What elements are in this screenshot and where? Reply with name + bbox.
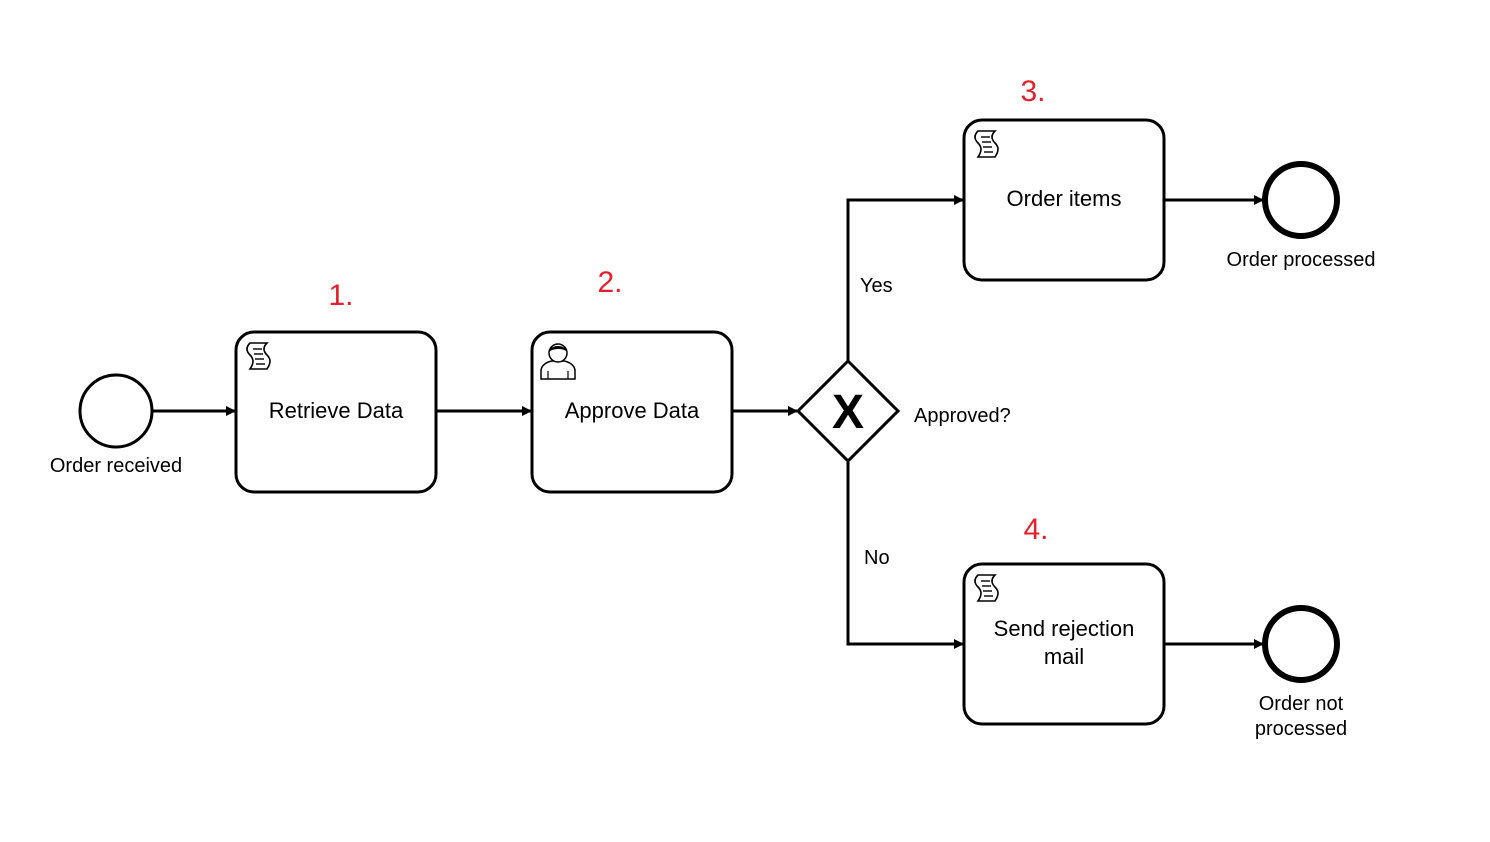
task-order-items[interactable]: Order items <box>962 118 1166 282</box>
task-retrieve-data-label: Retrieve Data <box>269 398 404 423</box>
end-event-not-processed[interactable] <box>1262 605 1340 683</box>
step-number-4: 4. <box>1023 513 1048 546</box>
exclusive-gateway[interactable]: X <box>795 358 901 464</box>
sequence-flows <box>153 195 1264 649</box>
flow-yes-label: Yes <box>860 275 893 297</box>
flow-gateway-yes[interactable] <box>846 195 964 361</box>
gateway-label: Approved? <box>914 405 1011 427</box>
task-retrieve-data[interactable]: Retrieve Data <box>234 330 438 494</box>
start-event-label: Order received <box>50 455 182 477</box>
end-event-processed[interactable] <box>1262 161 1340 239</box>
task-approve-data-label: Approve Data <box>565 398 700 423</box>
flow-no-label: No <box>864 547 890 569</box>
step-number-2: 2. <box>597 266 622 299</box>
task-order-items-label: Order items <box>1007 186 1122 211</box>
end-event-not-processed-label-line1: Order not <box>1259 693 1344 715</box>
task-send-rejection-label-line2: mail <box>1044 644 1084 669</box>
task-send-rejection-label-line1: Send rejection <box>994 616 1135 641</box>
gateway-symbol: X <box>832 386 864 439</box>
task-send-rejection-mail[interactable]: Send rejection mail <box>962 562 1166 726</box>
task-approve-data[interactable]: Approve Data <box>530 330 734 494</box>
step-number-3: 3. <box>1020 75 1045 108</box>
start-event[interactable] <box>78 373 154 449</box>
end-event-not-processed-label-line2: processed <box>1255 718 1347 740</box>
flow-gateway-no[interactable] <box>846 462 964 649</box>
user-icon <box>540 343 576 380</box>
end-event-processed-label: Order processed <box>1227 249 1376 271</box>
step-number-1: 1. <box>328 279 353 312</box>
